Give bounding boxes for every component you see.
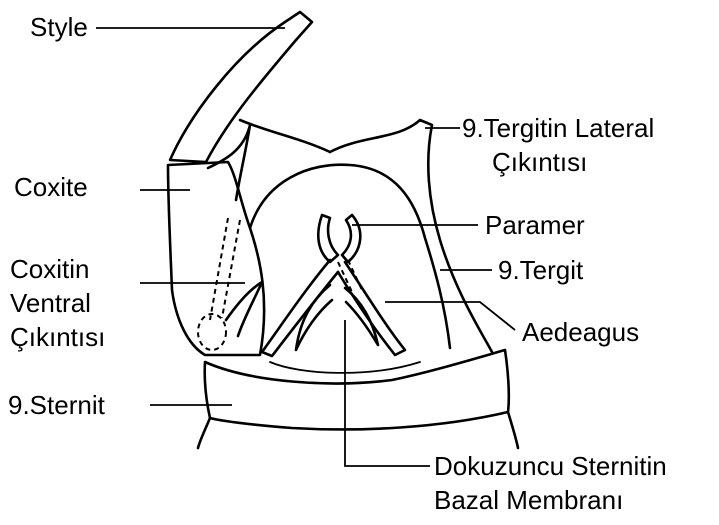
- label-tergitin-lateral-1: 9.Tergitin Lateral: [462, 113, 654, 143]
- sternit-left-leg: [198, 418, 210, 448]
- leader-lines: [96, 28, 515, 466]
- tergit-lateral-right: [330, 120, 492, 352]
- leader-aedeagus: [385, 302, 515, 330]
- label-coxitin-ventral-1: Coxitin: [10, 254, 89, 284]
- paramer-left: [318, 215, 338, 262]
- sternit-right-leg: [508, 412, 518, 448]
- label-coxite: Coxite: [14, 172, 88, 202]
- anatomy-drawing: [168, 12, 518, 448]
- label-tergitin-lateral-2: Çıkıntısı: [492, 147, 587, 177]
- tergit-lateral-left: [240, 120, 330, 152]
- leader-dokuzuncu: [345, 320, 430, 466]
- ventral-process-tip: [198, 314, 226, 350]
- aedeagus-right-arm: [338, 262, 405, 355]
- label-dokuzuncu-2: Bazal Membranı: [434, 485, 623, 515]
- label-tergit: 9.Tergit: [498, 255, 584, 285]
- label-coxitin-ventral-2: Ventral: [10, 288, 91, 318]
- labels: Style Coxite Coxitin Ventral Çıkıntısı 9…: [8, 12, 667, 515]
- sternit-plate: [205, 350, 509, 429]
- coxite-shape: [168, 162, 264, 355]
- label-sternit: 9.Sternit: [8, 390, 106, 420]
- label-dokuzuncu-1: Dokuzuncu Sternitin: [434, 451, 667, 481]
- ventral-process-claw: [226, 282, 262, 336]
- label-coxitin-ventral-3: Çıkıntısı: [10, 322, 105, 352]
- aedeagus-inner-right: [345, 288, 378, 345]
- label-style: Style: [30, 12, 88, 42]
- style-shape: [170, 12, 312, 162]
- paramer-right: [342, 215, 360, 262]
- tergit-arch: [250, 165, 450, 348]
- label-paramer: Paramer: [485, 210, 585, 240]
- label-aedeagus: Aedeagus: [522, 317, 639, 347]
- ventral-process-dashed: [210, 218, 240, 320]
